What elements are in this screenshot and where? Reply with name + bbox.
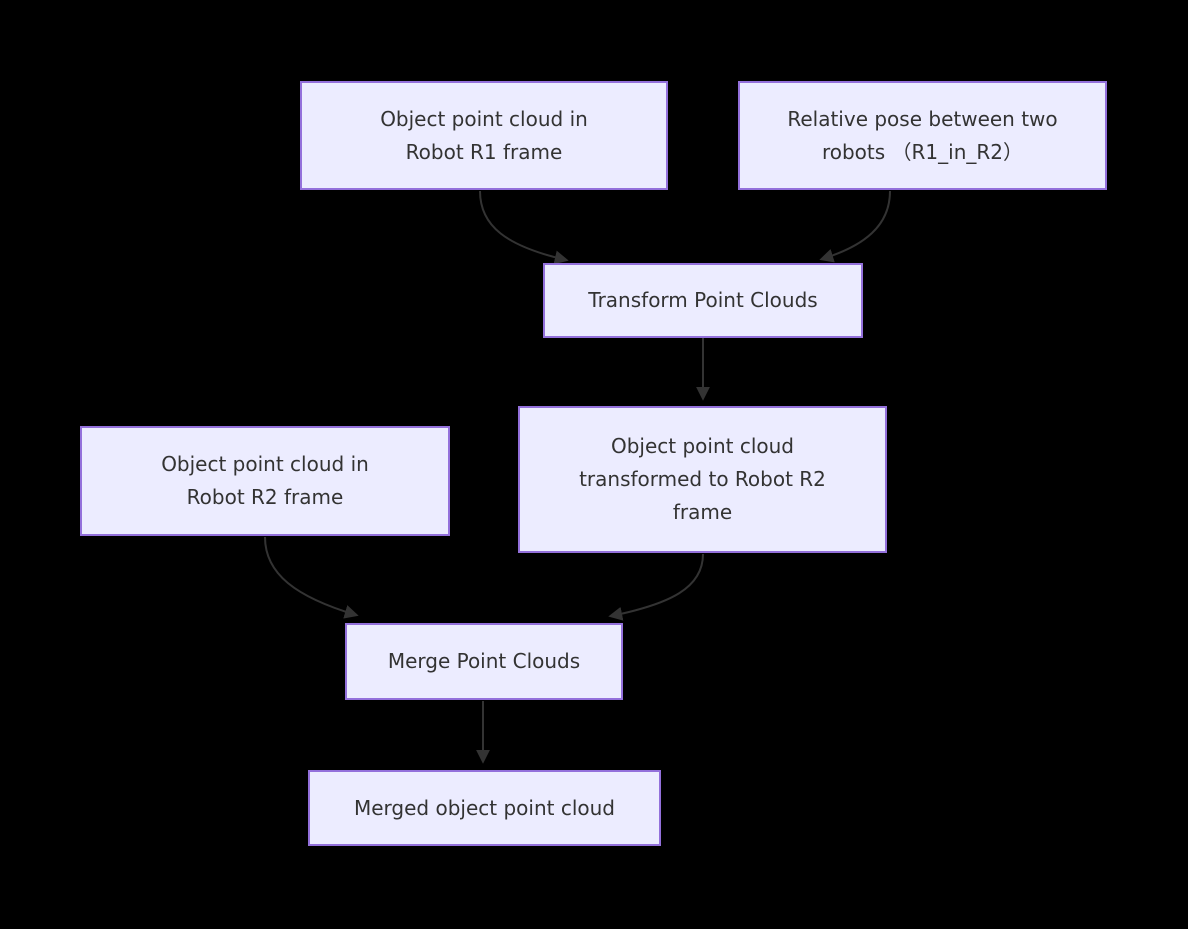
node-label: Object point cloud in Robot R2 frame	[161, 452, 369, 509]
edge-pc-transformed-to-merge	[608, 553, 704, 621]
node-merge-point-clouds: Merge Point Clouds	[345, 623, 623, 700]
node-label: Object point cloud transformed to Robot …	[579, 434, 826, 524]
node-label: Merge Point Clouds	[387, 649, 581, 673]
node-relative-pose: Relative pose between two robots （R1_in_…	[738, 81, 1107, 190]
node-label: Object point cloud in Robot R1 frame	[380, 106, 588, 164]
edge-pc-r2-to-merge	[264, 536, 359, 619]
node-object-point-cloud-r2: Object point cloud in Robot R2 frame	[80, 426, 450, 536]
node-transform-point-clouds: Transform Point Clouds	[543, 263, 863, 338]
node-label: Transform Point Clouds	[588, 288, 818, 312]
node-label: Relative pose between two robots （R1_in_…	[787, 106, 1058, 164]
edge-pc-r1-to-transform	[479, 190, 569, 265]
node-object-point-cloud-r1: Object point cloud in Robot R1 frame	[300, 81, 668, 190]
edge-rel-pose-to-transform	[819, 190, 891, 263]
node-label: Merged object point cloud	[354, 795, 615, 820]
node-object-point-cloud-transformed: Object point cloud transformed to Robot …	[518, 406, 887, 553]
node-merged-object-point-cloud: Merged object point cloud	[308, 770, 661, 846]
